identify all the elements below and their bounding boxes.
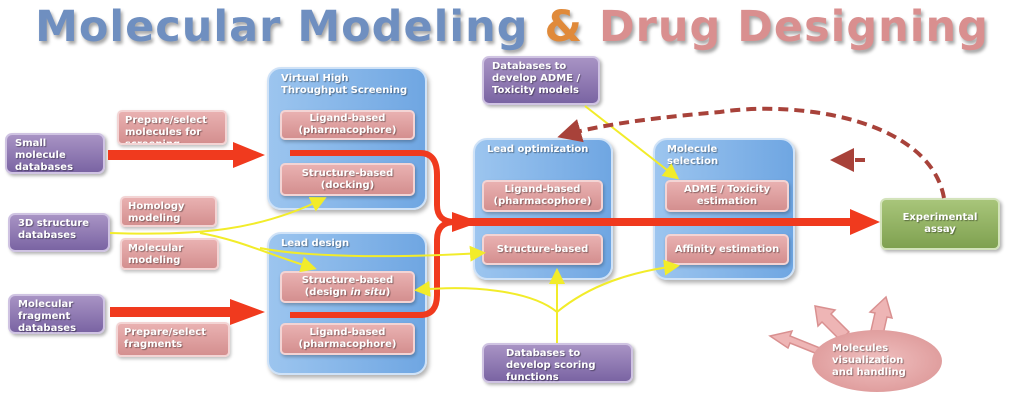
red-arrow-main: [460, 209, 880, 235]
3d-structure-databases: 3D structure databases: [8, 213, 110, 252]
lead-opt-ligand-based: Ligand-based (pharmacophore): [482, 180, 603, 212]
red-arrow-small-molecules: [108, 142, 265, 168]
dashed-feedback-lead-opt: [557, 106, 946, 199]
homology-modeling-box: Homology modeling: [120, 196, 217, 227]
molecular-fragment-databases: Molecular fragment databases: [8, 294, 105, 334]
lead-opt-structure-based: Structure-based: [482, 234, 603, 265]
red-arrowhead-lead-opt: [452, 212, 480, 232]
structure-em: in situ: [350, 287, 386, 298]
lead-design-ligand-based: Ligand-based (pharmacophore): [280, 323, 415, 355]
title-part1: Molecular Modeling: [35, 2, 529, 52]
vhts-ligand-based: Ligand-based (pharmacophore): [280, 110, 415, 140]
yellow-to-docking: [109, 197, 327, 235]
small-molecule-databases: Small molecule databases: [5, 133, 105, 174]
diagram-title: Molecular Modeling & Drug Designing: [0, 2, 1024, 52]
experimental-assay: Experimental assay: [880, 198, 1000, 250]
title-ampersand: &: [544, 2, 583, 52]
vis-arrow-1: [768, 329, 821, 357]
yellow-scoring-right: [556, 259, 680, 313]
lead-design-structure-based: Structure-based (design in situ): [280, 271, 415, 303]
vis-arrow-2: [814, 305, 851, 342]
vhts-structure-based: Structure-based (docking): [280, 163, 415, 196]
title-part2: Drug Designing: [598, 2, 989, 52]
scoring-function-databases: Databases to develop scoring functions: [482, 343, 633, 383]
structure-post: ): [385, 287, 391, 298]
affinity-estimation: Affinity estimation: [665, 234, 789, 265]
prepare-fragments-box: Prepare/select fragments: [116, 322, 230, 357]
yellow-to-lead-opt: [259, 245, 486, 262]
yellow-adme: [584, 105, 680, 180]
red-bracket: [290, 150, 456, 318]
red-arrow-fragments: [110, 299, 265, 325]
molecular-modeling-box: Molecular modeling: [120, 238, 219, 270]
vhts-title: Virtual High Throughput Screening: [281, 73, 408, 96]
yellow-to-design: [199, 232, 317, 273]
prepare-molecules-box: Prepare/select molecules for screening: [117, 110, 227, 145]
yellow-scoring-left: [414, 280, 558, 313]
lead-design-title: Lead design: [281, 238, 350, 249]
adme-toxicity-estimation: ADME / Toxicity estimation: [665, 180, 789, 212]
adme-toxicity-databases: Databases to develop ADME / Toxicity mod…: [482, 56, 600, 105]
molecules-visualization-ellipse: Molecules visualization and handling: [812, 330, 942, 392]
structure-pre: Structure-based (design: [301, 275, 394, 298]
molecule-selection-title: Molecule selection: [667, 144, 719, 167]
lead-optimization-title: Lead optimization: [487, 144, 589, 155]
structure-label: Structure-based (design in situ): [288, 275, 407, 299]
